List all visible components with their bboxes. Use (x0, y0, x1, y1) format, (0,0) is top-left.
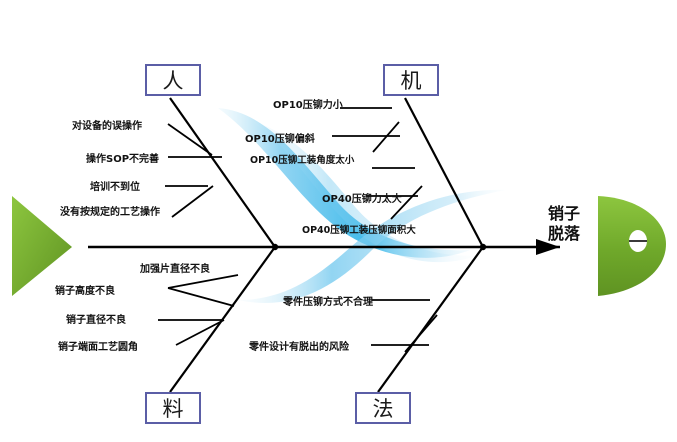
cause-label-machine-3: OP10压铆工装角度太小 (250, 155, 355, 166)
rib-material (169, 246, 276, 393)
cause-label-method-2: 零件设计有脱出的风险 (249, 342, 349, 353)
category-box-man[interactable]: 人 (145, 64, 201, 96)
category-label-method: 法 (372, 397, 394, 421)
cause-label-man-4: 没有按规定的工艺操作 (60, 207, 160, 218)
sub-bones-machine (332, 107, 423, 220)
category-box-machine[interactable]: 机 (383, 64, 439, 96)
cause-label-man-3: 培训不到位 (90, 182, 140, 193)
cause-label-man-1: 对设备的误操作 (72, 121, 142, 132)
cause-label-machine-2: OP10压铆偏斜 (245, 134, 315, 145)
cause-label-material-3: 销子直径不良 (66, 315, 126, 326)
spine-arrowhead (536, 239, 560, 255)
cause-label-machine-4: OP40压铆力太大 (322, 194, 402, 205)
rib-machine (404, 97, 484, 248)
rib-method (377, 246, 484, 393)
cause-label-material-4: 销子端面工艺圆角 (58, 342, 138, 353)
sub-bones-material (158, 274, 239, 346)
junction-dot-left (271, 243, 279, 251)
fish-tail (12, 196, 72, 296)
category-label-machine: 机 (400, 69, 422, 93)
category-label-man: 人 (162, 69, 184, 93)
effect-label-line2: 脱落 (548, 224, 581, 243)
category-label-material: 料 (162, 397, 184, 421)
cause-label-material-1: 加强片直径不良 (140, 264, 210, 275)
category-box-material[interactable]: 料 (145, 392, 201, 424)
cause-label-machine-5: OP40压铆工装压铆面积大 (302, 225, 416, 236)
category-box-method[interactable]: 法 (355, 392, 411, 424)
sub-bones-method (371, 299, 438, 353)
cause-label-material-2: 销子高度不良 (55, 286, 115, 297)
effect-label: 销子 脱落 (548, 204, 580, 244)
sub-bones-man (165, 123, 222, 218)
effect-label-line1: 销子 (548, 204, 581, 223)
cause-label-machine-1: OP10压铆力小 (273, 100, 343, 111)
cause-label-method-1: 零件压铆方式不合理 (283, 297, 373, 308)
cause-label-man-2: 操作SOP不完善 (86, 154, 160, 165)
rib-man (169, 97, 276, 248)
junction-dot-right (479, 243, 487, 251)
